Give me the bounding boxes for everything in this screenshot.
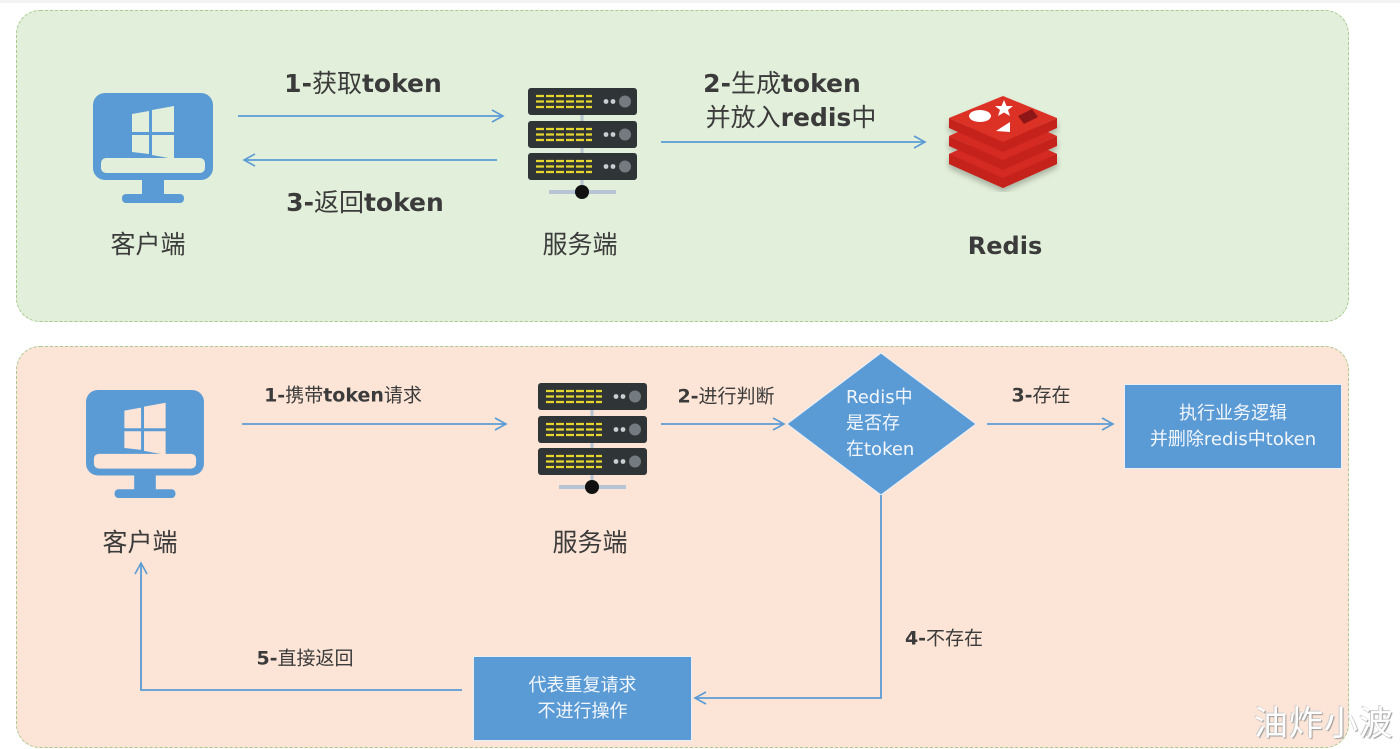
step-return-token-label: 3-返回token [286,183,444,219]
top-client-label: 客户端 [110,230,186,259]
step-keyword: redis [780,103,852,132]
step-keyword: token [323,384,384,407]
box-line: 执行业务逻辑 [1179,402,1287,424]
step-keyword: token [361,69,442,98]
step-return-directly-label: 5-直接返回 [256,644,353,671]
decision-line: 是否存 [846,413,900,434]
step-number: 3- [1011,384,1033,407]
step-text: 进行判断 [698,385,775,408]
step-judge-label: 2-进行判断 [677,382,774,409]
step-generate-token-label: 2-生成token [703,64,861,100]
step-get-token-label: 1-获取token [284,64,442,100]
step-number: 3- [286,188,314,217]
step-text: 并放入 [705,103,781,132]
step-text: 返回 [313,188,364,217]
step-number: 5- [256,647,278,670]
execute-business-logic-box: 执行业务逻辑 并删除redis中token [1124,384,1342,469]
step-number: 1- [284,69,312,98]
step-number: 2- [677,385,699,408]
step-text: 不存在 [926,627,984,650]
bottom-client-label: 客户端 [102,528,178,557]
box-line: 不进行操作 [537,700,628,722]
step-text: 请求 [383,384,422,407]
rack-unit [528,88,637,115]
box-line: 代表重复请求 [528,674,637,696]
token-acquire-panel [16,10,1349,322]
decision-line: 在token [846,439,915,460]
step-text: 中 [851,103,877,132]
step-text: 存在 [1032,384,1071,407]
step-text: 携带 [285,384,324,407]
server-rack-icon [538,383,647,494]
step-store-redis-label: 并放入redis中 [706,98,877,134]
step-text: 获取 [311,69,362,98]
step-text: 生成 [730,69,781,98]
step-number: 1- [264,384,286,407]
bottom-server-label: 服务端 [552,528,628,557]
step-text: 直接返回 [277,647,354,670]
step-keyword: token [363,188,444,217]
redis-label: Redis [967,232,1043,260]
step-not-exists-label: 4-不存在 [905,624,983,651]
step-number: 4- [904,627,927,650]
step-keyword: token [780,69,861,98]
duplicate-request-box: 代表重复请求 不进行操作 [473,656,692,741]
redis-logo-icon [949,96,1057,188]
step-exists-label: 3-存在 [1011,381,1070,408]
top-server-label: 服务端 [542,230,618,259]
server-rack-icon [528,88,637,199]
watermark: 油炸小波 [1254,704,1394,744]
client-monitor-icon [93,93,213,203]
top-edge [0,0,1400,3]
step-number: 2- [703,69,731,98]
decision-line: Redis中 [846,387,913,408]
step-request-with-token-label: 1-携带token请求 [264,381,422,408]
decision-text: Redis中 是否存 在token [846,385,914,463]
client-monitor-icon [86,389,204,499]
box-line: 并删除redis中token [1149,428,1317,450]
